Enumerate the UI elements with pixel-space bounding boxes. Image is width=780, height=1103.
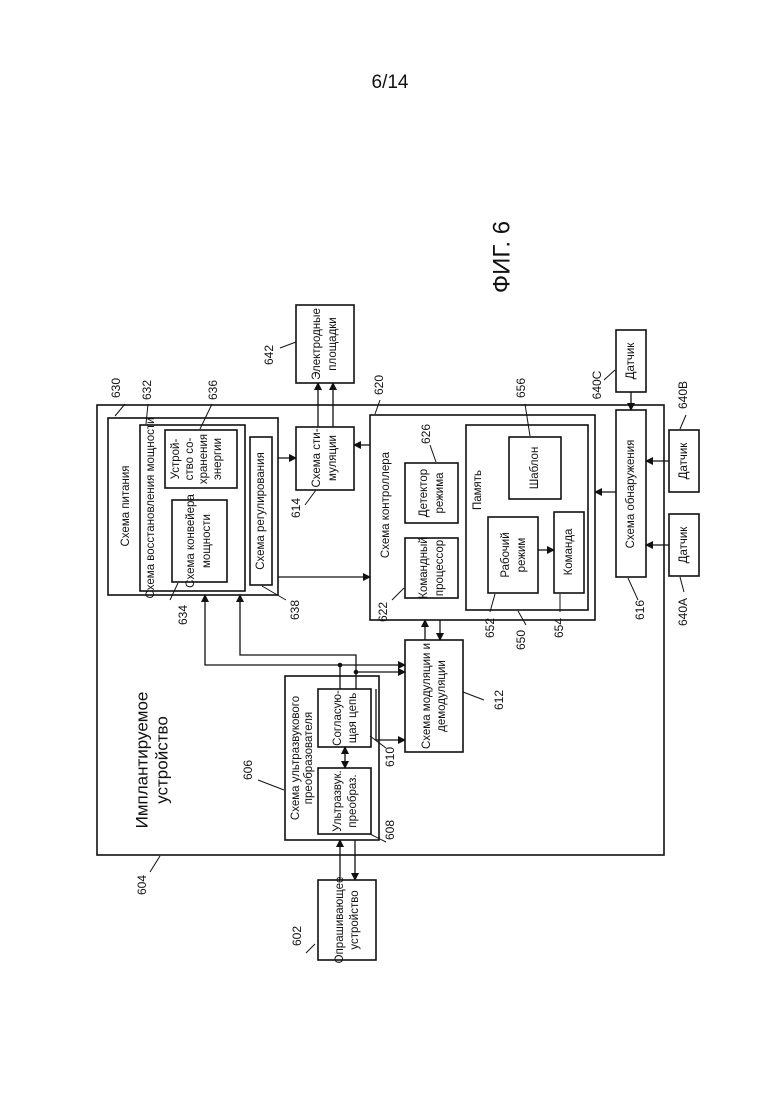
operating-mode xyxy=(488,517,538,593)
interrogator-line1: Опрашивающее xyxy=(334,877,346,964)
matching-line2: щая цепь xyxy=(347,693,359,743)
regulation-label: Схема регулирования xyxy=(255,452,267,570)
ref-640a: 640A xyxy=(676,598,690,626)
energy-storage-line4: энергии xyxy=(212,438,224,480)
command-processor-line1: Командный xyxy=(418,537,430,599)
operating-mode-line2: режим xyxy=(516,538,528,573)
stimulation-line2: муляции xyxy=(327,435,339,481)
command-label: Команда xyxy=(563,528,575,575)
modem-line2: демодуляции xyxy=(436,660,448,732)
ref-638: 638 xyxy=(288,600,302,620)
electrode-pads-line1: Электродные xyxy=(311,308,323,380)
matching-line1: Согласую- xyxy=(332,690,344,746)
interrogator-device xyxy=(318,880,376,960)
ref-636: 636 xyxy=(206,380,220,400)
stimulation-circuit xyxy=(296,427,354,490)
ref-614: 614 xyxy=(289,498,303,518)
ultrasound-circuit-line2: преобразователя xyxy=(303,712,315,804)
ref-632: 632 xyxy=(140,380,154,400)
matching-network xyxy=(318,689,371,747)
ref-622: 622 xyxy=(376,602,390,622)
operating-mode-line1: Рабочий xyxy=(500,532,512,577)
ref-610: 610 xyxy=(383,747,397,767)
ref-654: 654 xyxy=(552,618,566,638)
ultrasound-circuit-line1: Схема ультразвукового xyxy=(290,696,302,820)
command-processor-line2: процессор xyxy=(434,540,446,596)
modulation-demodulation-circuit xyxy=(405,640,463,752)
ref-642: 642 xyxy=(262,345,276,365)
ref-634: 634 xyxy=(176,605,190,625)
command-processor xyxy=(405,538,458,598)
device-label-line1: Имплантируемое xyxy=(132,692,151,829)
ref-640b: 640B xyxy=(676,381,690,409)
ref-612: 612 xyxy=(492,690,506,710)
energy-storage-line3: хранения xyxy=(198,434,210,484)
ref-656: 656 xyxy=(514,378,528,398)
electrode-pads xyxy=(296,305,354,383)
mode-detector-line1: Детектор xyxy=(418,469,430,517)
ref-616: 616 xyxy=(633,600,647,620)
energy-storage-line1: Устрой- xyxy=(170,439,182,480)
ref-640c: 640C xyxy=(590,370,604,399)
transducer-line1: Ультразвук. xyxy=(332,770,344,831)
power-recovery-label: Схема восстановления мощности xyxy=(145,417,157,598)
stimulation-line1: Схема сти- xyxy=(311,428,323,487)
interrogator-line2: устройство xyxy=(349,890,361,949)
sensor-640a-label: Датчик xyxy=(678,526,690,564)
ref-606: 606 xyxy=(241,760,255,780)
power-converter-circuit xyxy=(172,500,227,582)
mode-detector xyxy=(405,463,458,523)
template-label: Шаблон xyxy=(529,447,541,490)
ref-602: 602 xyxy=(290,926,304,946)
ref-608: 608 xyxy=(383,820,397,840)
memory-label: Память xyxy=(472,470,484,510)
ref-620: 620 xyxy=(372,375,386,395)
figure-label: ФИГ. 6 xyxy=(488,221,515,293)
device-label-line2: устройство xyxy=(152,716,171,804)
mode-detector-line2: режима xyxy=(434,472,446,514)
sensor-640b-label: Датчик xyxy=(678,442,690,480)
ref-604: 604 xyxy=(135,875,149,895)
power-label: Схема питания xyxy=(120,465,132,546)
power-converter-line1: Схема конвейера xyxy=(185,494,197,588)
electrode-pads-line2: площадки xyxy=(327,317,339,371)
sensor-640c-label: Датчик xyxy=(625,342,637,380)
power-converter-line2: мощности xyxy=(201,514,213,568)
ref-626: 626 xyxy=(419,424,433,444)
modem-line1: Схема модуляции и xyxy=(421,643,433,749)
transducer-line2: преобраз. xyxy=(347,774,359,827)
ref-650: 650 xyxy=(514,630,528,650)
controller-label: Схема контроллера xyxy=(380,451,392,558)
energy-storage-line2: ство со- xyxy=(184,437,196,480)
ref-630: 630 xyxy=(109,378,123,398)
ultrasound-transducer xyxy=(318,768,371,834)
detection-label: Схема обнаружения xyxy=(625,440,637,549)
ref-652: 652 xyxy=(483,618,497,638)
